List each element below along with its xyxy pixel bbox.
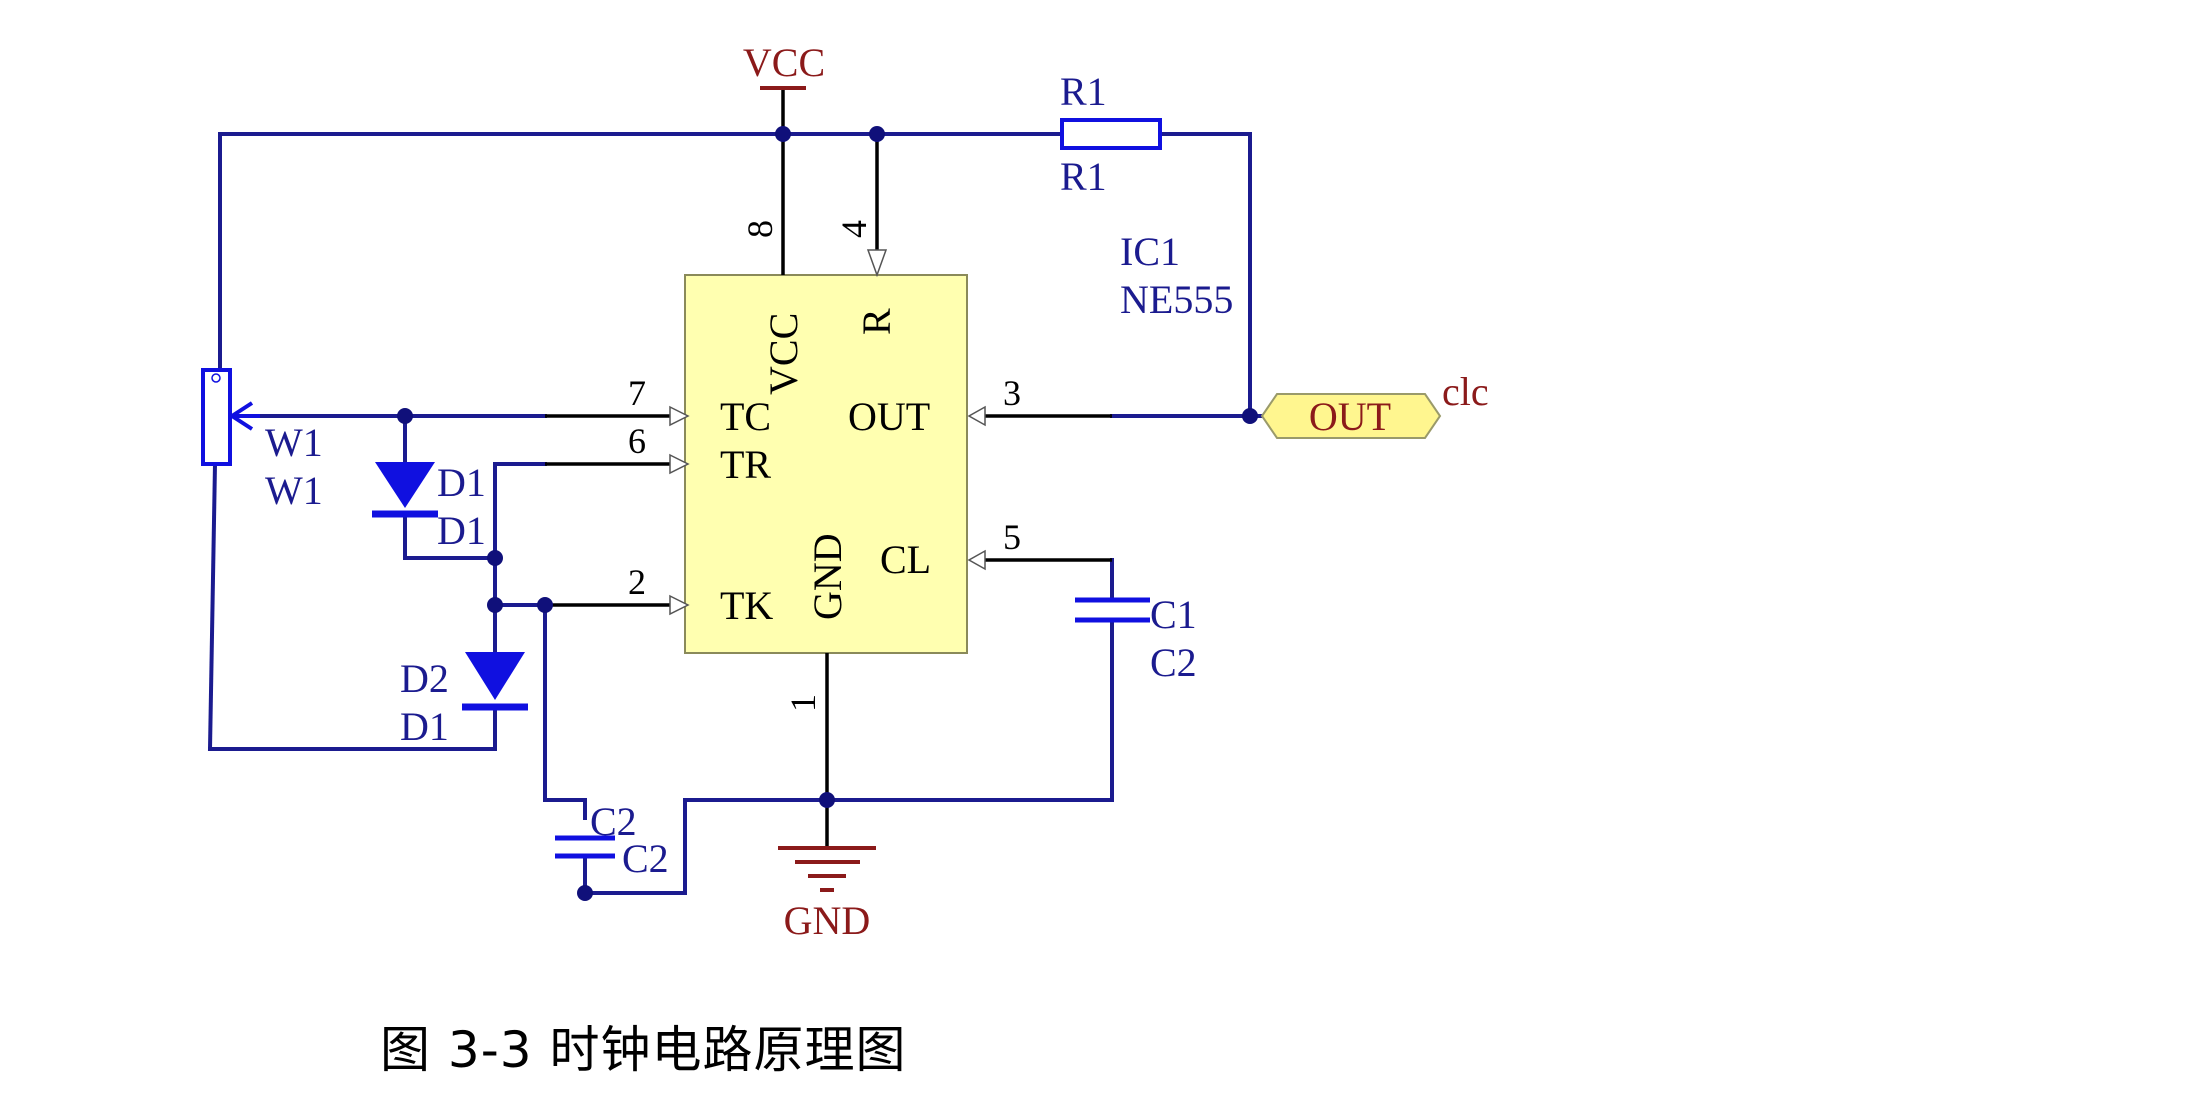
d2-ref: D2	[400, 656, 449, 701]
junction-dot	[1242, 408, 1258, 424]
pin-name-vcc: VCC	[761, 313, 806, 395]
ic-part: NE555	[1120, 277, 1233, 322]
pin-num-4: 4	[834, 220, 874, 238]
c1-value: C2	[1150, 640, 1197, 685]
w1-value: W1	[265, 468, 323, 513]
d1-value: D1	[437, 508, 486, 553]
net-label: clc	[1442, 369, 1489, 414]
junction-dot	[537, 597, 553, 613]
junction-dot	[397, 408, 413, 424]
r1-value: R1	[1060, 154, 1107, 199]
pin-leads	[545, 90, 1112, 848]
pin-num-1: 1	[783, 694, 823, 712]
output-port	[1260, 393, 1442, 439]
pin-name-tc: TC	[720, 394, 771, 439]
wires	[207, 132, 1264, 895]
pin-arrows	[669, 249, 986, 616]
pin-name-r: R	[854, 308, 899, 335]
capacitor-c1	[1075, 597, 1150, 623]
ic-body	[684, 274, 968, 654]
resistor-r1	[1060, 118, 1162, 150]
diode-d1	[372, 462, 438, 518]
pin-name-cl: CL	[880, 537, 931, 582]
d1-ref: D1	[437, 460, 486, 505]
pin-name-out: OUT	[848, 394, 930, 439]
diode-d2	[462, 652, 528, 711]
junction-dot	[819, 792, 835, 808]
gnd-label: GND	[784, 898, 871, 943]
pin-num-6: 6	[628, 421, 646, 461]
pin-name-gnd: GND	[805, 533, 850, 620]
d2-value: D1	[400, 704, 449, 749]
c2-ref: C2	[590, 799, 637, 844]
capacitor-c2	[555, 835, 615, 859]
vcc-label: VCC	[743, 40, 825, 85]
pin-num-7: 7	[628, 373, 646, 413]
figure-caption: 图 3-3 时钟电路原理图	[380, 1021, 907, 1079]
potentiometer-dot	[211, 373, 221, 383]
pin-num-3: 3	[1003, 373, 1021, 413]
wiper-arrow	[228, 401, 260, 431]
junction-dot	[577, 885, 593, 901]
junction-dot	[775, 126, 791, 142]
pin-num-8: 8	[740, 220, 780, 238]
gnd-symbol	[778, 846, 876, 892]
junction-dot	[487, 550, 503, 566]
pin-name-tr: TR	[720, 442, 771, 487]
w1-ref: W1	[265, 420, 323, 465]
port-label: OUT	[1309, 394, 1391, 439]
pin-num-5: 5	[1003, 517, 1021, 557]
c1-ref: C1	[1150, 592, 1197, 637]
junctions	[397, 126, 1258, 901]
pin-name-tk: TK	[720, 583, 773, 628]
junction-dot	[869, 126, 885, 142]
c2-value: C2	[622, 836, 669, 881]
junction-dot	[487, 597, 503, 613]
ic-ref: IC1	[1120, 229, 1180, 274]
pin-num-2: 2	[628, 562, 646, 602]
potentiometer-w1	[201, 368, 232, 466]
r1-ref: R1	[1060, 69, 1107, 114]
